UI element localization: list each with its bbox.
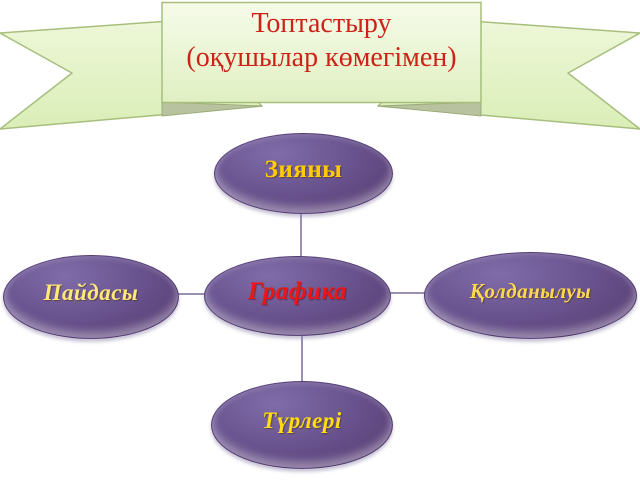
bottom-node-label: Түрлері [262, 408, 342, 433]
banner-title-line1: Топтастыру [251, 8, 392, 39]
left-node-label: Пайдасы [43, 280, 139, 305]
center-node: Графика [204, 256, 391, 336]
banner-title: Топтастыру (оқушылар көмегімен) [162, 7, 481, 74]
right-node: Қолданылуы [424, 252, 637, 339]
bottom-node: Түрлері [211, 381, 393, 469]
connector-center-to-left [177, 293, 205, 295]
banner-left-fold [161, 101, 263, 117]
top-node: Зияны [214, 133, 393, 214]
top-node-label: Зияны [264, 155, 343, 183]
banner-title-line2: (оқушылар көмегімен) [186, 41, 457, 73]
connector-center-to-top [300, 212, 302, 257]
left-node: Пайдасы [3, 255, 179, 339]
connector-center-to-bottom [301, 334, 303, 382]
banner-right-fold [377, 101, 482, 117]
connector-center-to-right [389, 292, 425, 294]
banner-ribbon [0, 1, 640, 130]
right-node-label: Қолданылуы [469, 279, 592, 303]
banner-panel [161, 1, 482, 104]
center-node-label: Графика [247, 278, 348, 305]
